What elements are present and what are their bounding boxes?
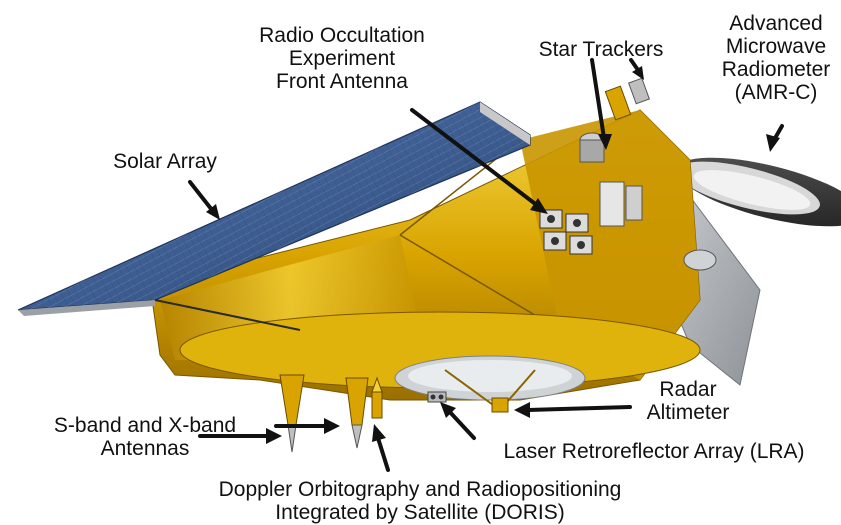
label-line: Laser Retroreflector Array (LRA) [503,440,805,463]
label-line: Solar Array [113,150,217,173]
label-line: Star Trackers [538,38,664,61]
radio-occultation-antenna [539,209,593,255]
arrow-doris [372,424,390,472]
label-line: Microwave [725,35,827,58]
label-line: Experiment [288,47,396,70]
pointer-arrows [188,58,784,472]
label-line: Radio Occultation [259,24,425,47]
label-line: S-band and X-band [53,414,237,437]
radar-altimeter-dish [394,355,586,413]
instrument-box [599,181,625,227]
label-line: Radiometer [721,58,831,81]
label-line: Altimeter [646,401,730,424]
label-line: Antennas [100,437,190,460]
instrument-box [625,185,643,221]
label-line: (AMR-C) [734,81,818,104]
label-line: Radar [659,378,717,401]
label-amr: Advanced Microwave Radiometer (AMR-C) [716,12,836,104]
arrow-star-trackers [590,58,612,150]
arrow-radar-altimeter [514,402,632,418]
laser-retroreflector-array [427,391,447,403]
label-solar-array: Solar Array [100,150,230,173]
solar-array-cells [18,102,530,310]
label-doris: Doppler Orbitography and Radiopositionin… [190,478,650,524]
gold-right-face [520,110,700,380]
doris-antenna [371,376,383,419]
label-sx-band: S-band and X-band Antennas [40,414,250,460]
label-star-trackers: Star Trackers [526,38,676,61]
small-dish [683,249,717,271]
arrow-radio-occultation [410,108,548,214]
arrow-solar-array [188,180,220,220]
label-line: Integrated by Satellite (DORIS) [275,501,565,524]
arrow-sx-band-1 [198,428,282,444]
solar-array-edge [480,102,530,145]
label-line: Advanced [729,12,823,35]
solar-array-boom [154,299,301,331]
arrow-star-trackers-2 [629,58,644,80]
label-radio-occultation: Radio Occultation Experiment Front Anten… [232,24,452,93]
arrow-amr [766,124,784,152]
solar-array-edge [18,300,155,316]
arrow-sx-band-2 [274,418,340,434]
label-line: Doppler Orbitography and Radiopositionin… [218,478,622,501]
label-lra: Laser Retroreflector Array (LRA) [484,440,824,463]
label-line: Front Antenna [276,70,408,93]
label-radar-altimeter: Radar Altimeter [636,378,740,424]
amr-radiometer [676,157,841,227]
arrow-lra [440,402,476,440]
